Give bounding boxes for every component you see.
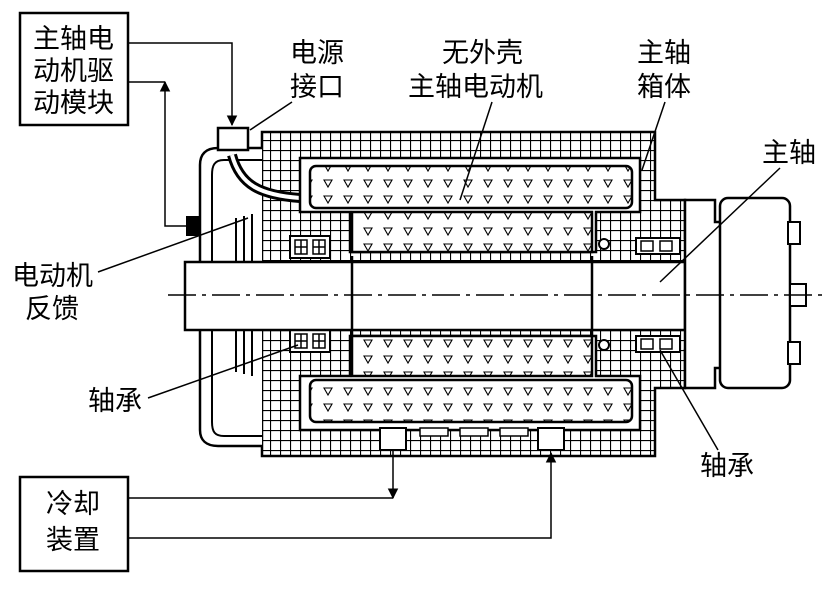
cooling-in-line xyxy=(128,451,557,539)
leader-power xyxy=(249,101,293,131)
leader-spindle xyxy=(659,167,781,283)
drive-module-label-3: 动模块 xyxy=(33,88,114,119)
bearing-left-top-balls xyxy=(294,239,326,255)
seal-ring-bottom xyxy=(598,339,610,351)
leader-housing xyxy=(641,101,666,171)
cooling-channels xyxy=(419,427,529,437)
power-port-label-1: 电源 xyxy=(290,38,344,69)
leader-bearing-right xyxy=(659,349,719,451)
leader-bearing-left xyxy=(147,344,299,399)
housing-label-2: 箱体 xyxy=(637,72,691,103)
chuck-jaw-top xyxy=(787,221,801,245)
encoder-disc xyxy=(235,214,253,376)
drive-module-box xyxy=(18,11,130,127)
spindle-label: 主轴 xyxy=(762,138,816,169)
leader-feedback xyxy=(97,217,249,273)
feedback-label-2: 反馈 xyxy=(25,294,79,325)
cooling-port-left xyxy=(379,427,407,451)
cooling-box xyxy=(18,475,130,573)
leader-motor xyxy=(459,101,493,201)
rotor-lower xyxy=(350,334,594,378)
feedback-connector xyxy=(186,216,200,236)
stator-upper xyxy=(308,164,634,210)
chuck-jaw-bottom xyxy=(787,341,801,365)
motor-label-1: 无外壳 xyxy=(442,38,523,69)
cooling-label-1: 冷却 xyxy=(46,489,100,520)
drive-module-label-2: 动机驱 xyxy=(33,56,114,87)
bearing-right-top-balls xyxy=(640,240,673,252)
cooling-port-right xyxy=(537,427,565,451)
bearing-right-bottom xyxy=(635,335,681,353)
bearing-right-top xyxy=(635,237,681,255)
feedback-line xyxy=(159,80,186,227)
bearing-left-label: 轴承 xyxy=(88,386,142,417)
chuck xyxy=(718,196,792,390)
bearing-left-bottom-balls xyxy=(294,333,326,349)
power-port xyxy=(216,126,250,152)
power-cable-core xyxy=(230,154,301,200)
motor-label-2: 主轴电动机 xyxy=(408,72,543,103)
cooling-label-2: 装置 xyxy=(46,525,100,556)
drive-module-label-1: 主轴电 xyxy=(33,24,114,55)
housing-label-1: 主轴 xyxy=(637,38,691,69)
bearing-right-label: 轴承 xyxy=(700,451,754,482)
seal-ring-top xyxy=(598,238,610,250)
bearing-left-top xyxy=(289,235,331,259)
feedback-label-1: 电动机 xyxy=(12,261,93,292)
spindle-shaft xyxy=(183,260,687,332)
bearing-right-bottom-balls xyxy=(640,338,673,350)
power-line xyxy=(128,42,238,127)
stator-lower xyxy=(308,378,634,424)
rotor-upper xyxy=(350,210,594,254)
power-port-label-2: 接口 xyxy=(290,72,344,103)
